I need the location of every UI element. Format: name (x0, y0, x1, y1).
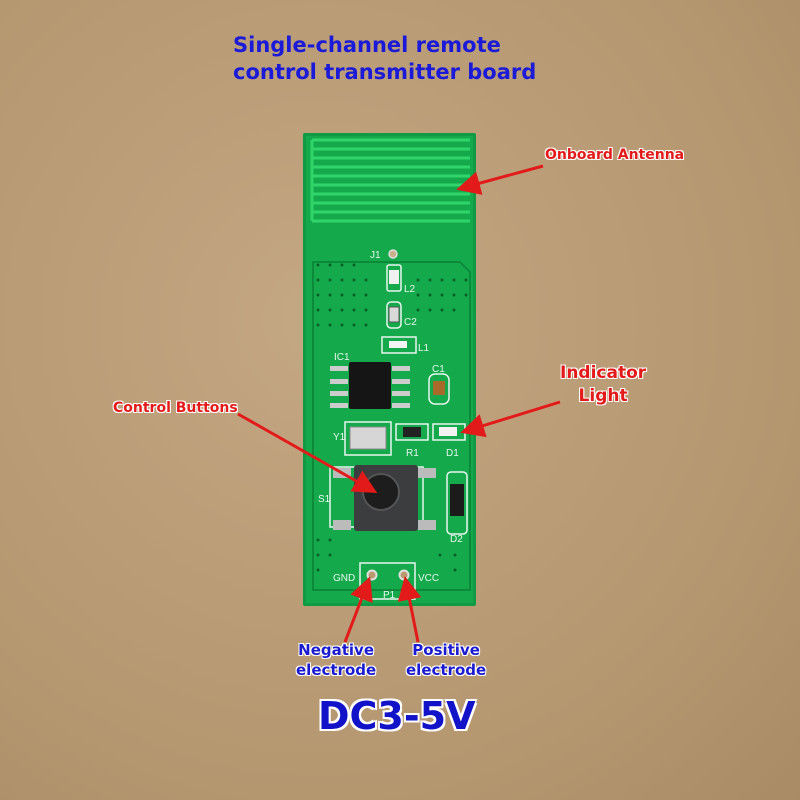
voltage-label: DC3-5V (318, 694, 476, 738)
negative-arrow (343, 576, 373, 643)
silk-l2: L2 (404, 284, 416, 295)
antenna-label: Onboard Antenna (545, 147, 685, 163)
silk-c2: C2 (404, 317, 417, 328)
inductor-l2 (389, 270, 399, 284)
silk-vcc: VCC (418, 573, 439, 584)
button-arrow (237, 412, 378, 493)
silk-p1: P1 (383, 590, 396, 601)
negative-line-2: electrode (296, 661, 377, 679)
silk-ic1: IC1 (334, 352, 350, 363)
control-buttons-label: Control Buttons (113, 400, 238, 416)
resistor-r1 (403, 427, 421, 437)
silk-gnd: GND (333, 573, 355, 584)
via-grid (316, 263, 468, 572)
crystal-y1 (349, 426, 387, 450)
vcc-pad (398, 569, 410, 581)
diode-d2 (450, 484, 464, 516)
tact-switch-s1[interactable] (329, 465, 436, 531)
silk-l1: L1 (418, 343, 430, 354)
antenna-trace (310, 138, 470, 223)
silk-r1: R1 (406, 448, 419, 459)
positive-line-1: Positive (412, 641, 480, 659)
positive-arrow (397, 576, 422, 643)
negative-line-1: Negative (298, 641, 375, 659)
gnd-pad (366, 569, 378, 581)
led-d1 (439, 427, 457, 436)
indicator-arrow (460, 400, 561, 438)
j1-antenna-pad (388, 249, 398, 259)
title-line-2: control transmitter board (233, 60, 537, 84)
callout-arrows (237, 164, 561, 643)
indicator-line-2: Light (578, 386, 628, 406)
silk-d1: D1 (446, 448, 459, 459)
indicator-line-1: Indicator (560, 363, 647, 383)
page-title: Single-channel remote control transmitte… (233, 32, 536, 86)
inductor-l1 (389, 341, 407, 348)
button-cap[interactable] (362, 473, 400, 511)
capacitor-c2 (388, 306, 400, 323)
positive-line-2: electrode (406, 661, 487, 679)
capacitor-c1 (433, 381, 445, 395)
silk-y1: Y1 (333, 432, 346, 443)
negative-electrode-label: Negative electrode (296, 640, 376, 680)
title-line-1: Single-channel remote (233, 33, 501, 57)
silk-d2: D2 (450, 534, 463, 545)
silk-s1: S1 (318, 494, 331, 505)
indicator-light-label: Indicator Light (560, 362, 646, 408)
positive-electrode-label: Positive electrode (406, 640, 486, 680)
silk-c1: C1 (432, 364, 445, 375)
ic1-chip (330, 362, 410, 409)
silk-j1: J1 (370, 250, 381, 261)
antenna-arrow (456, 164, 544, 195)
